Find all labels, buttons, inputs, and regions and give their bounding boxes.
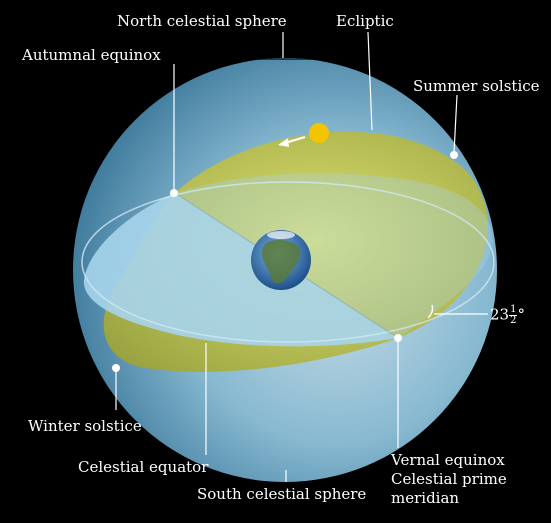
equatorial-plane — [83, 193, 398, 347]
leader-summer-solstice — [453, 94, 458, 154]
celestial-equator-circle — [81, 181, 495, 343]
winter-solstice-point — [112, 364, 120, 372]
label-celestial-prime: Celestial prime — [391, 470, 507, 488]
angle-numerator: 1 — [509, 304, 518, 316]
label-summer-solstice: Summer solstice — [413, 77, 540, 95]
label-south-celestial-sphere: South celestial sphere — [197, 485, 367, 503]
autumnal-equinox-point — [170, 189, 178, 197]
tilt-angle-arc — [427, 304, 434, 319]
label-meridian: meridian — [391, 489, 460, 507]
label-celestial-equator: Celestial equator — [78, 458, 209, 476]
leader-ecliptic — [367, 31, 373, 131]
angle-unit: ° — [517, 305, 525, 324]
equatorial-plane-back — [175, 173, 493, 338]
sun-motion-arrowhead — [278, 138, 289, 147]
label-vernal-equinox: Vernal equinox — [391, 451, 505, 469]
label-north-celestial-sphere: North celestial sphere — [117, 12, 287, 30]
sun — [309, 123, 329, 143]
angle-whole: 23 — [490, 305, 510, 324]
angle-denominator: 2 — [510, 315, 517, 326]
label-autumnal-equinox: Autumnal equinox — [22, 46, 161, 64]
vernal-equinox-point — [394, 334, 402, 342]
earth-continent — [262, 240, 301, 284]
earth-polar-cap — [267, 231, 295, 239]
summer-solstice-point — [450, 151, 458, 159]
label-ecliptic: Ecliptic — [336, 12, 394, 30]
label-winter-solstice: Winter solstice — [28, 417, 142, 435]
